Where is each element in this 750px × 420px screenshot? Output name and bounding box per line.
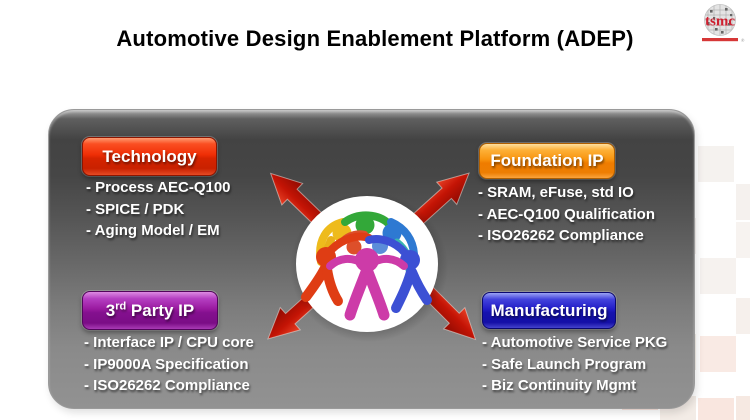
- list-item: - Aging Model / EM: [86, 222, 220, 239]
- tsmc-logo: tsmc ®: [702, 4, 745, 43]
- list-item: - AEC-Q100 Qualification: [478, 205, 655, 223]
- list-item: - Biz Continuity Mgmt: [482, 377, 637, 394]
- list-item: - ISO26262 Compliance: [478, 227, 644, 244]
- list-item: - IP9000A Specification: [84, 355, 249, 373]
- technology-button: Technology: [82, 137, 217, 176]
- manufacturing-button: Manufacturing: [482, 292, 616, 329]
- technology-label: Technology: [102, 146, 197, 166]
- foundation-ip-items: - SRAM, eFuse, std IO - AEC-Q100 Qualifi…: [478, 182, 655, 247]
- list-item: - ISO26262 Compliance: [84, 377, 250, 394]
- technology-items: - Process AEC-Q100 - SPICE / PDK - Aging…: [86, 177, 231, 242]
- registered-mark: ®: [741, 37, 745, 43]
- foundation-ip-button: Foundation IP: [479, 143, 615, 179]
- third-party-ip-items: - Interface IP / CPU core - IP9000A Spec…: [84, 332, 254, 397]
- list-item: - Interface IP / CPU core: [84, 334, 254, 351]
- third-party-ip-button: 3rd Party IP: [82, 291, 218, 330]
- logo-underline: [702, 38, 738, 42]
- foundation-ip-label: Foundation IP: [490, 151, 604, 170]
- list-item: - SRAM, eFuse, std IO: [478, 184, 634, 201]
- third-party-ip-label: 3rd Party IP: [105, 299, 195, 320]
- tsmc-wordmark: tsmc: [705, 14, 735, 30]
- manufacturing-items: - Automotive Service PKG - Safe Launch P…: [482, 332, 667, 397]
- list-item: - Automotive Service PKG: [482, 334, 668, 351]
- list-item: - Process AEC-Q100: [86, 179, 231, 196]
- list-item: - Safe Launch Program: [482, 355, 647, 373]
- adep-panel: Technology - Process AEC-Q100 - SPICE / …: [48, 109, 695, 409]
- list-item: - SPICE / PDK: [86, 200, 185, 218]
- manufacturing-label: Manufacturing: [490, 300, 608, 320]
- page-title: Automotive Design Enablement Platform (A…: [116, 26, 634, 51]
